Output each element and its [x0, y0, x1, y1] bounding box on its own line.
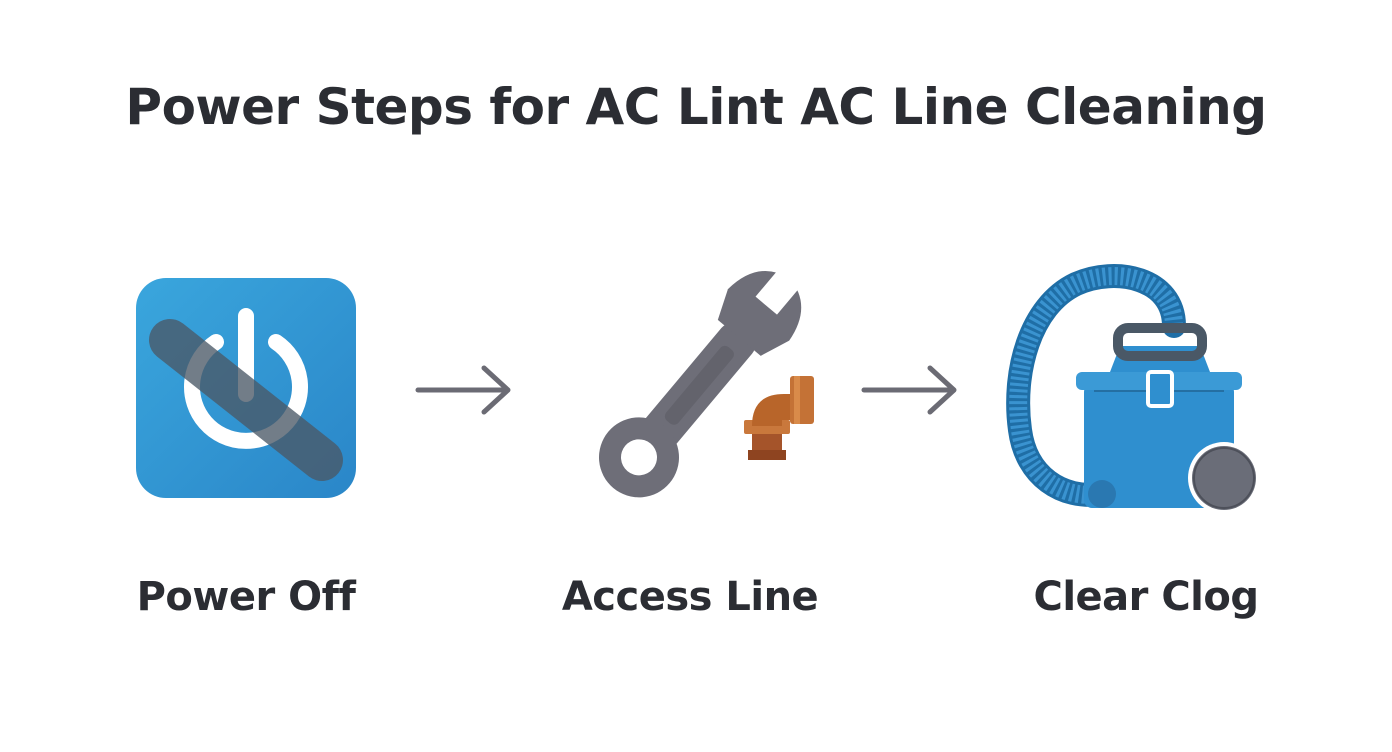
arrow-right-icon: [861, 365, 957, 415]
diagram-title: Power Steps for AC Lint AC Line Cleaning: [125, 78, 1267, 136]
power-off-icon: [136, 278, 356, 498]
wrench-icon: [598, 262, 814, 498]
step-label-power-off: Power Off: [136, 574, 356, 620]
vacuum-icon: [1006, 264, 1260, 514]
arrow-right-icon: [415, 365, 511, 415]
step-label-access-line: Access Line: [561, 574, 819, 620]
step-label-clear-clog: Clear Clog: [1033, 574, 1259, 620]
